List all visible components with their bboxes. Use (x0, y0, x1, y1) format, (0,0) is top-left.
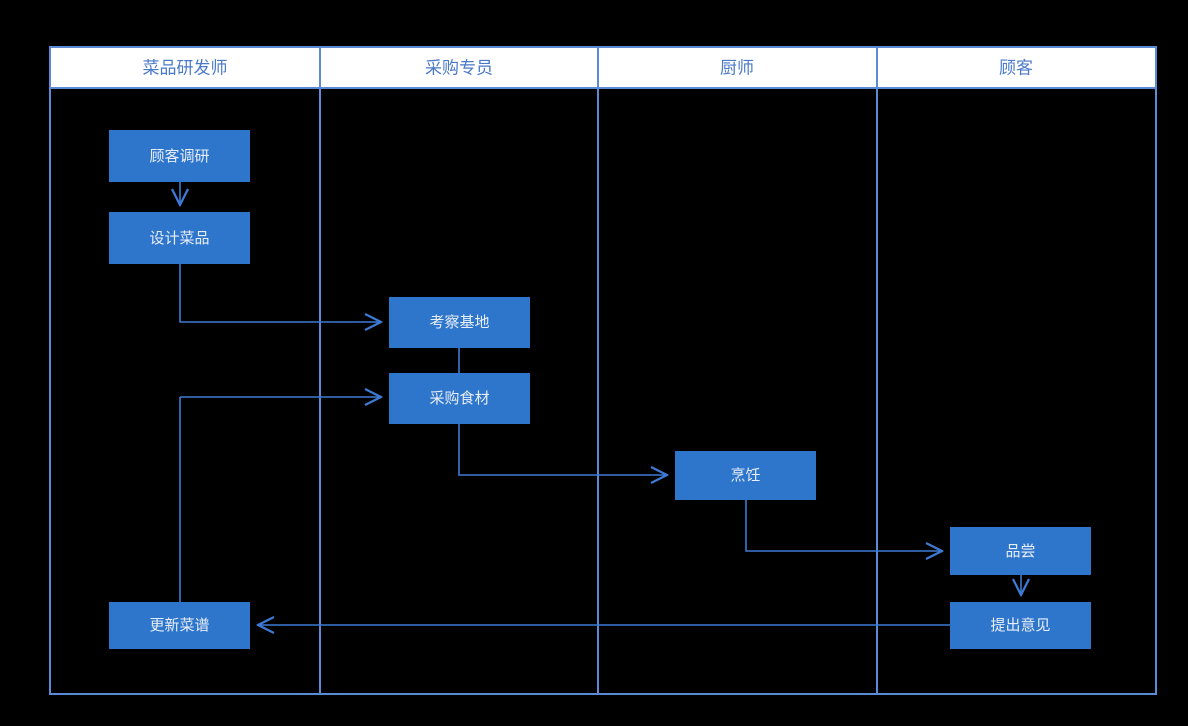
node-give-feedback[interactable]: 提出意见 (950, 602, 1091, 649)
node-label-inspect-base: 考察基地 (429, 313, 489, 331)
node-label-give-feedback: 提出意见 (990, 616, 1050, 634)
node-group: 顾客调研 设计菜品 考察基地 采购食材 烹饪 品尝 (109, 130, 1091, 649)
node-label-purchase-ingredients: 采购食材 (429, 390, 489, 407)
node-label-update-menu: 更新菜谱 (149, 617, 209, 634)
lane-header-group: 菜品研发师 采购专员 厨师 顾客 (143, 58, 1034, 77)
node-label-customer-research: 顾客调研 (149, 148, 209, 165)
connector-design-to-inspect (179, 264, 381, 322)
connector-cooking-to-tasting (745, 500, 942, 551)
lane-header-label-4: 顾客 (999, 58, 1033, 77)
node-label-tasting: 品尝 (1005, 543, 1035, 560)
connector-group (180, 182, 1021, 625)
connector-purchase-to-cooking (458, 424, 667, 475)
node-inspect-base[interactable]: 考察基地 (389, 297, 530, 348)
node-update-menu[interactable]: 更新菜谱 (109, 602, 250, 649)
lane-frame (49, 46, 1157, 695)
lane-header-label-3: 厨师 (720, 58, 754, 77)
lane-header-label-1: 菜品研发师 (143, 58, 228, 77)
node-purchase-ingredients[interactable]: 采购食材 (389, 373, 530, 424)
node-label-design-dish: 设计菜品 (149, 230, 209, 247)
node-customer-research[interactable]: 顾客调研 (109, 130, 250, 182)
node-design-dish[interactable]: 设计菜品 (109, 212, 250, 264)
lane-header-label-2: 采购专员 (425, 58, 493, 77)
node-label-cooking: 烹饪 (730, 466, 760, 484)
node-cooking[interactable]: 烹饪 (675, 451, 816, 500)
node-tasting[interactable]: 品尝 (950, 527, 1091, 575)
